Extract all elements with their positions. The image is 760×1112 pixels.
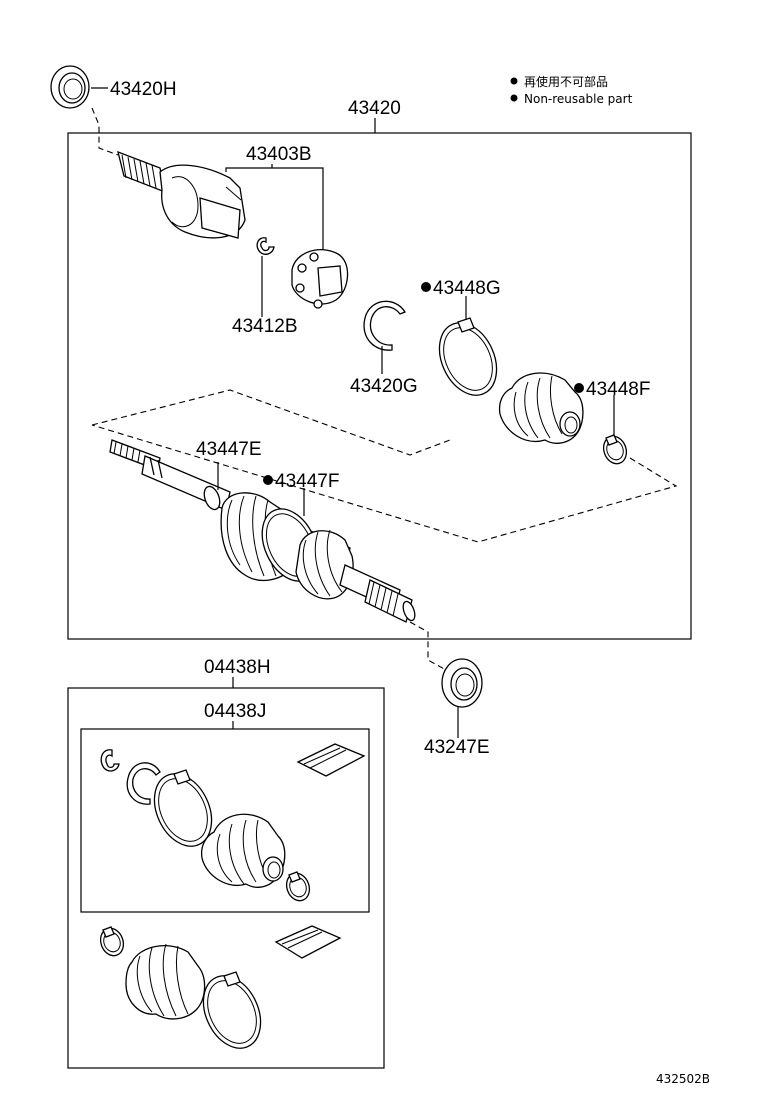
kit-j-grease-packet[interactable] [296,743,366,777]
label-43447F[interactable]: 43447F [275,471,339,492]
boot-clamp-43448G[interactable] [428,314,507,405]
non-reusable-bullet-icon [510,94,518,102]
label-04438J[interactable]: 04438J [204,701,266,722]
assembly-43420-frame [67,132,692,640]
outboard-boot[interactable] [498,372,584,444]
non-reusable-bullet-icon [263,475,273,485]
label-43447E[interactable]: 43447E [196,439,262,460]
circlip-43420G[interactable] [363,300,406,351]
non-reusable-bullet-icon [510,77,518,85]
kit-h-large-clamp[interactable] [192,967,271,1058]
kit-04438J-frame [80,728,370,913]
boot-clamp-43448F[interactable] [600,433,630,467]
label-43420G[interactable]: 43420G [350,376,418,397]
legend-english: Non-reusable part [524,92,633,106]
inner-race-43403B[interactable] [291,249,349,309]
kit-j-boot[interactable] [200,813,286,888]
snap-ring-43412B[interactable] [256,237,275,255]
label-43448F[interactable]: 43448F [586,379,650,400]
part-43420H-seal[interactable] [50,65,90,109]
label-43448G[interactable]: 43448G [433,278,501,299]
non-reusable-bullet-icon [574,383,584,393]
kit-04438H-frame [67,687,385,1069]
legend: 再使用不可部品 Non-reusable part [510,74,633,106]
kit-h-grease-packet[interactable] [274,925,342,959]
kit-h-small-clamp[interactable] [97,925,127,959]
non-reusable-bullet-icon [421,282,431,292]
kit-j-small-clamp[interactable] [283,870,313,904]
label-43247E[interactable]: 43247E [424,737,490,758]
figure-code: 432502B [656,1072,710,1086]
kit-h-boot[interactable] [125,943,206,1020]
kit-j-snap-ring[interactable] [100,749,120,772]
label-43420[interactable]: 43420 [348,98,401,119]
label-43420H[interactable]: 43420H [110,79,177,100]
label-43412B[interactable]: 43412B [232,316,298,337]
outboard-joint-housing[interactable] [117,150,246,239]
label-04438H[interactable]: 04438H [204,657,271,678]
part-43247E-seal[interactable] [441,658,483,708]
kit-j-large-clamp[interactable] [143,765,222,856]
drive-shaft-assembly[interactable] [109,439,417,623]
label-43403B[interactable]: 43403B [246,144,312,165]
legend-japanese: 再使用不可部品 [524,74,608,89]
kit-j-circlip[interactable] [126,762,161,805]
